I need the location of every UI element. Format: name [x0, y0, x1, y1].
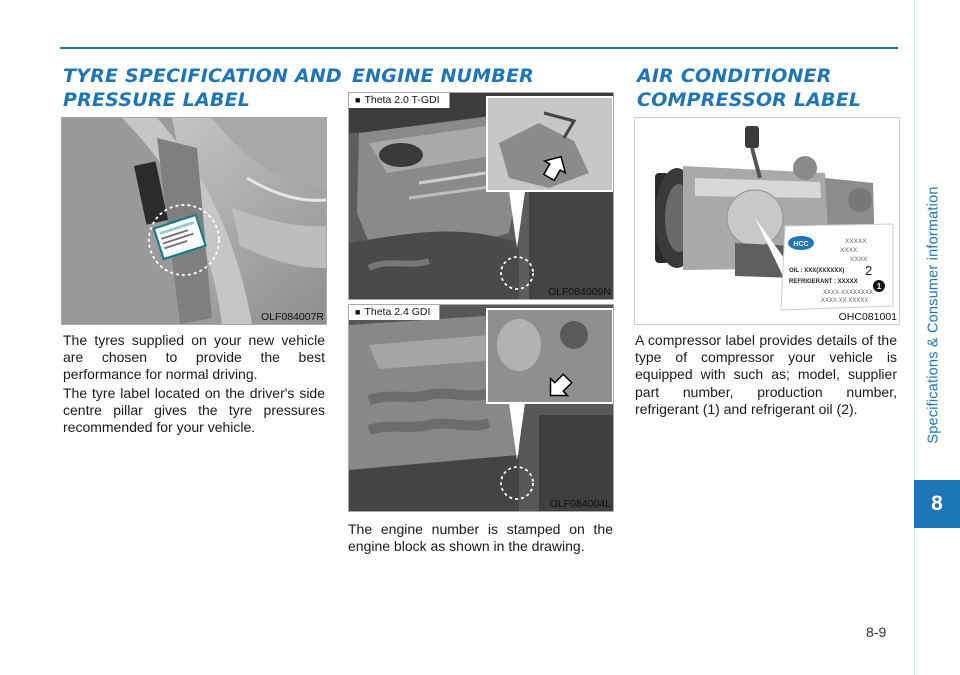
tyre-paragraph-2: The tyre label located on the driver's s… [63, 385, 325, 436]
label-brand: HCC [793, 241, 808, 248]
tyre-image-code: OLF084007R [260, 311, 324, 323]
chapter-tab[interactable]: 8 [914, 480, 960, 528]
label-line-refrigerant: REFRIGERANT : XXXXX [789, 279, 858, 285]
ac-title-line2: COMPRESSOR LABEL [637, 89, 862, 111]
ac-compressor-photo: HCC XXXXX XXXX XXXX OIL : XXX(XXXXXX) RE… [634, 117, 900, 325]
engine-section-title: ENGINE NUMBER [352, 65, 534, 87]
label-line-6: XXXX-XXXXXXXX [823, 290, 873, 296]
ac-title-line1: AIR CONDITIONER [637, 65, 832, 87]
ac-section-title: AIR CONDITIONER COMPRESSOR LABEL [637, 64, 861, 112]
variant-label-1-text: Theta 2.0 T-GDI [364, 94, 440, 106]
engine-paragraph: The engine number is stamped on the engi… [348, 521, 613, 555]
square-bullet-icon: ■ [355, 95, 361, 105]
label-line-1: XXXXX [845, 238, 867, 245]
engine-variant-label-2: ■Theta 2.4 GDI [349, 305, 441, 320]
tyre-section-title: TYRE SPECIFICATION AND PRESSURE LABEL [63, 64, 342, 112]
tyre-title-line1: TYRE SPECIFICATION AND [63, 65, 342, 87]
label-line-2: XXXX [840, 247, 858, 254]
engine-variant-label-1: ■Theta 2.0 T-GDI [349, 93, 450, 108]
engine-photo-theta-2-0 [348, 92, 614, 300]
square-bullet-icon: ■ [355, 307, 361, 317]
engine-image-code-1: OLF084009N [547, 286, 611, 298]
header-rule [60, 47, 898, 49]
tyre-title-line2: PRESSURE LABEL [63, 89, 251, 111]
engine-image-code-2: OLF084004L [549, 498, 611, 510]
callout-2: 2 [865, 263, 872, 278]
variant-label-2-text: Theta 2.4 GDI [364, 306, 431, 318]
section-label-text: Specifications & Consumer information [926, 186, 942, 444]
callout-1: 1 [877, 282, 882, 291]
ac-image-code: OHC081001 [838, 311, 897, 323]
label-line-3: XXXX [850, 256, 868, 263]
label-line-7: XXXX XX XXXXX [821, 298, 868, 304]
section-side-label: Specifications & Consumer information [921, 150, 947, 480]
tyre-paragraph-1: The tyres supplied on your new vehicle a… [63, 332, 325, 383]
label-line-oil: OIL : XXX(XXXXXX) [789, 268, 844, 274]
ac-paragraph: A compressor label provides details of t… [635, 332, 897, 417]
page-number: 8-9 [866, 624, 887, 640]
tyre-label-photo [61, 117, 327, 325]
side-rule [914, 0, 915, 675]
engine-photo-theta-2-4 [348, 304, 614, 512]
